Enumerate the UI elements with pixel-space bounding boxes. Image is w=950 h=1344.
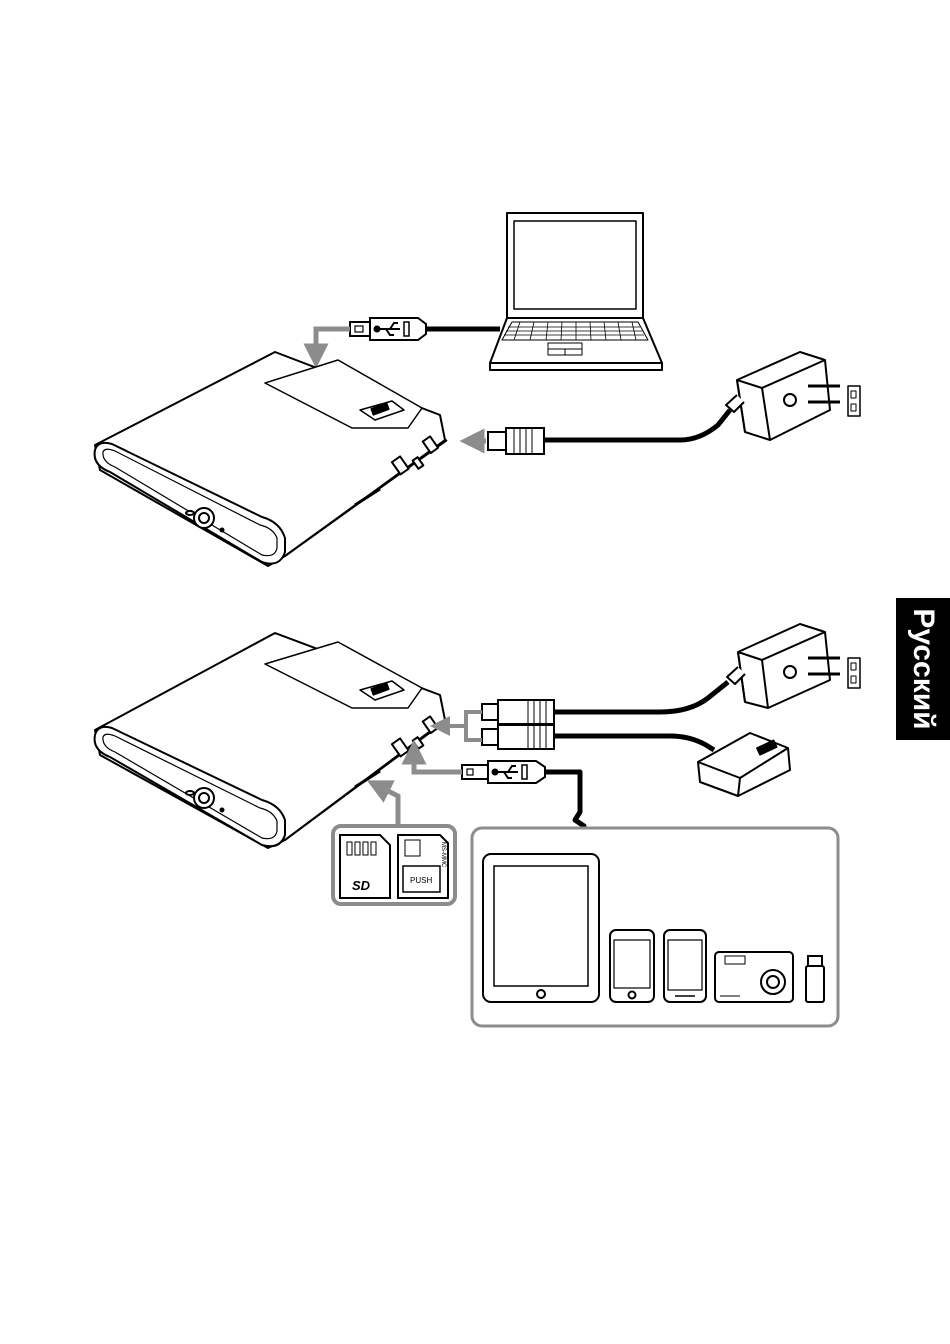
power-adapter-icon [727, 624, 860, 708]
media-player-icon [610, 930, 654, 1002]
usb-plug-icon [462, 761, 545, 783]
optical-drive-icon [95, 633, 447, 848]
dc-plug-icon [482, 700, 554, 724]
language-tab-label: Русский [906, 608, 940, 729]
dc-cable-car [555, 736, 714, 750]
language-tab: Русский [896, 598, 950, 740]
dc-plug-icon [488, 428, 544, 454]
dc-cable [545, 410, 730, 440]
car-adapter-icon [698, 733, 790, 796]
usb-cable-laptop [350, 318, 500, 340]
usb-arrow [316, 329, 350, 356]
usb-arrow [414, 752, 462, 772]
power-adapter-icon [726, 352, 860, 440]
laptop-icon [490, 213, 662, 370]
card-arrow [378, 786, 398, 826]
tablet-icon [483, 854, 599, 1002]
top-setup [95, 213, 860, 566]
dc-cable-ac [555, 682, 728, 712]
optical-drive-icon [95, 352, 447, 566]
bottom-setup: SD PUSH MS-MMC [95, 624, 860, 1026]
sd-logo: SD [352, 878, 371, 893]
plug-bracket [466, 712, 482, 740]
smartphone-icon [664, 930, 706, 1002]
usb-cable-devices [545, 772, 584, 834]
ms-push-label: PUSH [410, 876, 432, 885]
ms-side-label: MS-MMC [440, 842, 446, 868]
usb-flash-drive-icon [806, 956, 824, 1002]
dc-plug-icon [482, 725, 554, 749]
camera-icon [715, 952, 793, 1002]
